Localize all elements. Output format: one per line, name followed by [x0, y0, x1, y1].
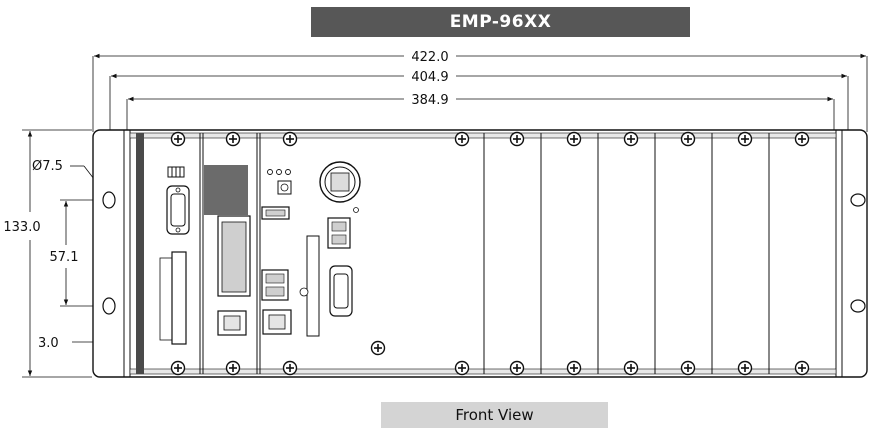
width-outer-label: 422.0 [411, 50, 448, 65]
dimension-hole-spacing: 57.1 [50, 199, 98, 307]
hole-spacing-label: 57.1 [50, 250, 79, 265]
caption-bar: Front View [381, 402, 608, 428]
slot-dividers [199, 133, 770, 374]
title-text: EMP-96XX [449, 12, 552, 32]
module-power [204, 165, 251, 336]
width-inner-label: 384.9 [411, 93, 448, 108]
height-label: 133.0 [3, 220, 40, 235]
mounting-holes [102, 191, 866, 315]
dimension-width-inner: 384.9 [126, 93, 835, 132]
dimension-height: 133.0 [3, 129, 92, 378]
width-mid-label: 404.9 [411, 70, 448, 85]
dimension-width-mid: 404.9 [109, 70, 849, 132]
title-banner: EMP-96XX [311, 7, 690, 37]
caption-text: Front View [455, 406, 534, 424]
hole-diameter-label: Ø7.5 [32, 159, 63, 174]
dimension-width-outer: 422.0 [92, 50, 868, 132]
module-serial [159, 166, 190, 345]
edge-offset-label: 3.0 [38, 336, 59, 351]
module-cpu [261, 161, 361, 337]
